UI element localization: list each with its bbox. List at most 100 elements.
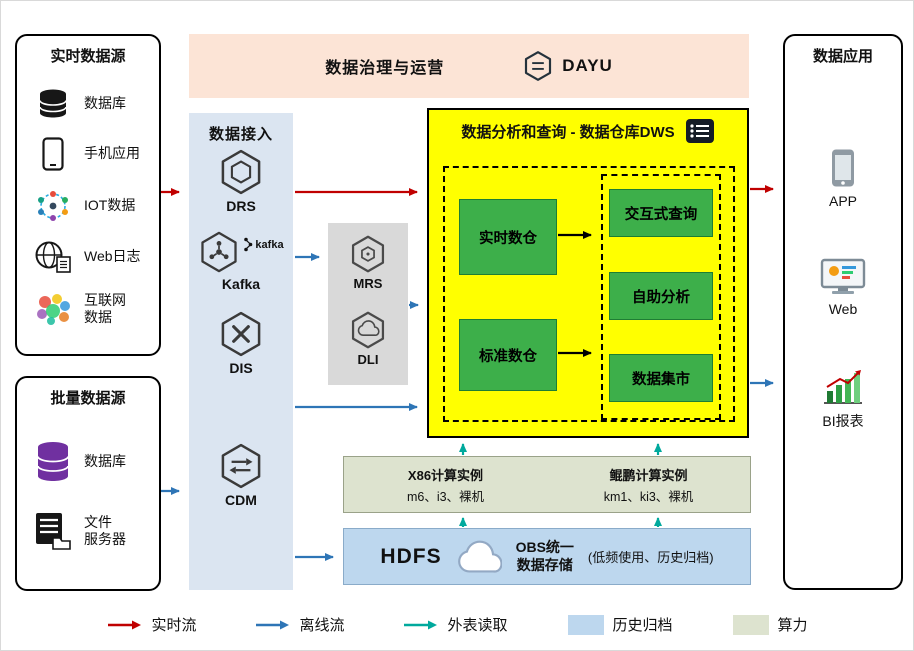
app-item-label: Web — [828, 301, 858, 317]
external-read-arrow-icon — [404, 620, 438, 629]
processing-panel: MRS DLI — [328, 223, 408, 385]
app-item-web: Web — [785, 258, 901, 317]
kafka-logo: kafka — [243, 237, 284, 252]
app-item-app: APP — [785, 148, 901, 209]
dayu-icon — [525, 51, 552, 81]
node-interactive-query: 交互式查询 — [609, 189, 713, 237]
realtime-flow-arrow-icon — [108, 620, 142, 629]
drs-icon — [221, 149, 261, 195]
node-label: 实时数仓 — [479, 230, 537, 247]
governance-banner: 数据治理与运营 DAYU — [189, 34, 749, 98]
dws-block: 数据分析和查询 - 数据仓库DWS 实时数仓 标准数仓 交互式查询 自助分析 数… — [427, 108, 749, 438]
source-item-file-server: 文件 服务器 — [17, 511, 159, 551]
governance-title: 数据治理与运营 — [325, 60, 445, 77]
kafka-icon-row: kafka — [198, 231, 284, 273]
service-drs: DRS — [189, 149, 293, 214]
legend-offline-flow: 离线流 — [256, 614, 344, 635]
source-item-database-batch: 数据库 — [17, 440, 159, 484]
dws-title: 数据分析和查询 - 数据仓库DWS — [461, 123, 675, 141]
service-dli: DLI — [328, 311, 408, 367]
legend-label: 历史归档 — [612, 617, 673, 634]
dws-inner-frame — [443, 166, 735, 422]
legend: 实时流 离线流 外表读取 历史归档 算力 — [1, 614, 913, 635]
source-item-label: 数据库 — [84, 94, 126, 111]
legend-realtime-flow: 实时流 — [108, 614, 196, 635]
offline-flow-arrow-icon — [256, 620, 290, 629]
ingestion-title: 数据接入 — [208, 126, 273, 143]
source-item-label: 手机应用 — [84, 145, 140, 162]
app-phone-icon — [832, 149, 854, 187]
app-item-label: APP — [828, 193, 857, 209]
kunpeng-instances: 鲲鹏计算实例 km1、ki3、裸机 — [547, 457, 750, 512]
database-icon — [31, 88, 75, 120]
dayu-logo-text: DAYU — [562, 56, 613, 75]
applications-title: 数据应用 — [812, 48, 873, 65]
applications-box: 数据应用 APP Web BI报表 — [783, 34, 903, 590]
web-log-icon — [31, 240, 75, 274]
node-label: 自助分析 — [632, 289, 690, 306]
batch-sources-list: 数据库 文件 服务器 — [17, 408, 159, 589]
service-label: DIS — [229, 360, 253, 376]
source-item-mobile-app: 手机应用 — [17, 137, 159, 171]
app-item-label: BI报表 — [822, 413, 864, 429]
node-label: 数据集市 — [632, 371, 690, 388]
service-kafka: kafka Kafka — [189, 231, 293, 292]
history-archive-swatch — [567, 614, 604, 635]
node-realtime-warehouse: 实时数仓 — [459, 199, 557, 275]
node-label: 标准数仓 — [479, 348, 537, 365]
mrs-icon — [351, 235, 385, 273]
node-label: 交互式查询 — [624, 206, 698, 223]
realtime-sources-box: 实时数据源 数据库 手机应用 IOT数据 — [15, 34, 161, 356]
batch-sources-title: 批量数据源 — [50, 390, 126, 407]
kafka-logo-icon — [244, 237, 253, 252]
legend-label: 外表读取 — [447, 617, 508, 634]
source-item-web-log: Web日志 — [17, 240, 159, 274]
file-server-icon — [31, 511, 75, 551]
internet-data-icon — [31, 292, 75, 326]
iot-icon — [31, 189, 75, 223]
bi-chart-icon — [824, 370, 862, 404]
web-monitor-icon — [820, 258, 866, 294]
legend-external-read: 外表读取 — [404, 614, 508, 635]
dws-title-row: 数据分析和查询 - 数据仓库DWS — [429, 110, 747, 144]
compute-power-swatch — [732, 614, 769, 635]
database-purple-icon — [31, 440, 75, 484]
node-data-mart: 数据集市 — [609, 354, 713, 402]
realtime-sources-list: 数据库 手机应用 IOT数据 Web日志 — [17, 66, 159, 354]
obs-title: OBS统一 数据存储 — [515, 539, 574, 573]
x86-spec: m6、i3、裸机 — [406, 489, 485, 504]
realtime-sources-title: 实时数据源 — [50, 48, 126, 65]
batch-sources-box: 批量数据源 数据库 文件 服务器 — [15, 376, 161, 591]
legend-label: 实时流 — [151, 617, 197, 634]
service-label: MRS — [353, 276, 383, 291]
kafka-logo-text: kafka — [255, 238, 284, 251]
dayu-logo: DAYU — [522, 50, 613, 82]
legend-history-archive: 历史归档 — [567, 614, 673, 635]
compute-instances-box: X86计算实例 m6、i3、裸机 鲲鹏计算实例 km1、ki3、裸机 — [343, 456, 751, 513]
service-mrs: MRS — [328, 235, 408, 291]
service-label: CDM — [225, 492, 257, 508]
obs-note: (低频使用、历史归档) — [587, 550, 714, 565]
service-dis: DIS — [189, 311, 293, 376]
kunpeng-spec: km1、ki3、裸机 — [603, 489, 694, 504]
node-self-service-analysis: 自助分析 — [609, 272, 713, 320]
service-cdm: CDM — [189, 443, 293, 508]
hdfs-label: HDFS — [380, 544, 442, 568]
service-label: Kafka — [221, 276, 261, 292]
obs-cloud-icon — [457, 540, 502, 573]
mobile-icon — [31, 137, 75, 171]
app-item-bi: BI报表 — [785, 368, 901, 431]
kafka-icon — [201, 231, 238, 273]
cdm-icon — [221, 443, 261, 489]
service-label: DLI — [357, 352, 379, 367]
ingestion-panel: 数据接入 DRS kafka Kafka DIS CDM — [189, 113, 293, 590]
source-item-label: Web日志 — [84, 248, 141, 265]
service-label: DRS — [226, 198, 256, 214]
x86-title: X86计算实例 — [407, 467, 484, 483]
legend-label: 离线流 — [299, 617, 345, 634]
kunpeng-title: 鲲鹏计算实例 — [609, 467, 688, 483]
source-item-label: 数据库 — [84, 452, 126, 469]
source-item-internet-data: 互联网 数据 — [17, 292, 159, 327]
source-item-label: 文件 服务器 — [84, 513, 126, 548]
node-standard-warehouse: 标准数仓 — [459, 319, 557, 391]
